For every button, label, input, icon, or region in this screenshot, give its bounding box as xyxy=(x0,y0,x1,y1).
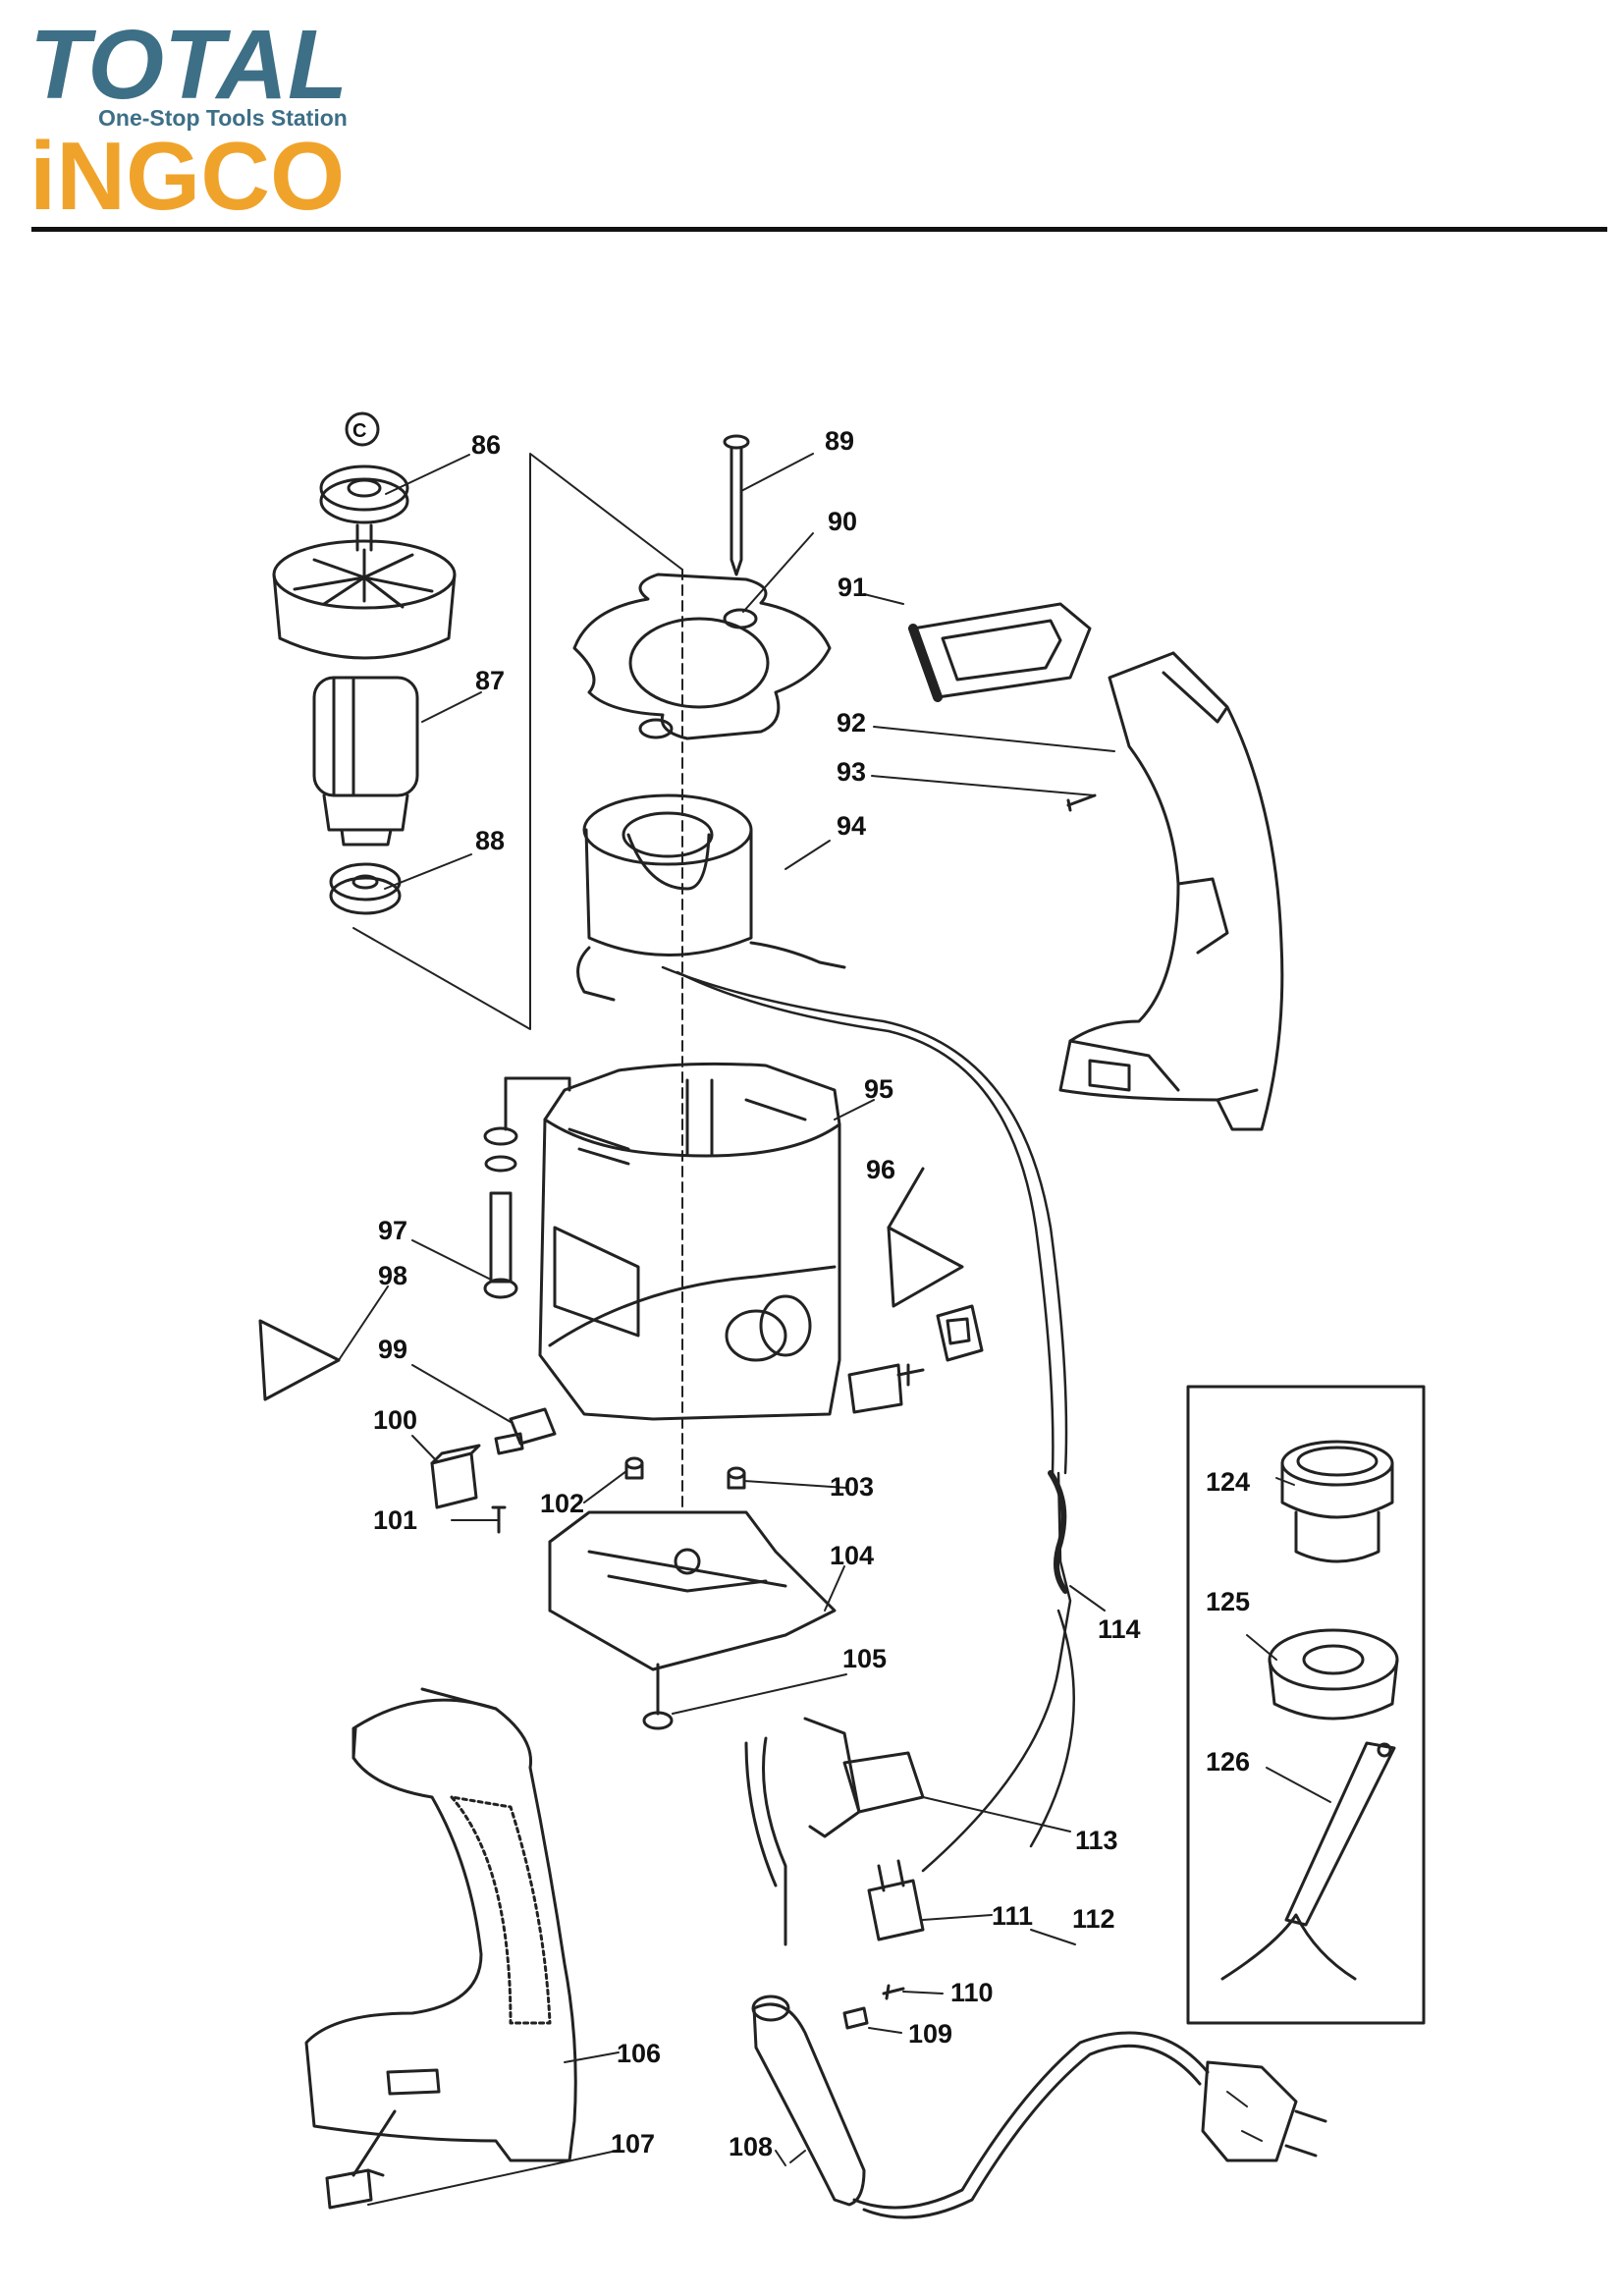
brush-holder-right xyxy=(847,1304,984,1414)
part-103-pin xyxy=(727,1466,746,1490)
part-124-adapter xyxy=(1280,1440,1394,1563)
part-110-screw xyxy=(882,1984,905,2000)
callout-98: 98 xyxy=(378,1261,407,1290)
callout-105: 105 xyxy=(842,1644,887,1673)
total-tagline: One-Stop Tools Station xyxy=(98,105,348,131)
callout-106: 106 xyxy=(617,2039,661,2068)
part-100-brush-cap xyxy=(430,1444,481,1509)
part-106-rear-handle xyxy=(304,1687,577,2162)
part-104-base-plate xyxy=(548,1510,837,1671)
header: TOTAL One-Stop Tools Station iNGCO xyxy=(0,0,1623,236)
callout-95: 95 xyxy=(864,1074,893,1104)
header-divider xyxy=(31,227,1607,232)
callout-100: 100 xyxy=(373,1405,417,1435)
callout-111: 111 xyxy=(992,1901,1033,1931)
part-86-bearing xyxy=(319,411,409,524)
callout-110: 110 xyxy=(950,1978,994,2007)
ingco-logo: iNGCO xyxy=(29,122,345,214)
part-98-label xyxy=(258,1319,341,1401)
callout-88: 88 xyxy=(475,826,505,855)
callout-107: 107 xyxy=(611,2129,655,2159)
callout-114: 114 xyxy=(1098,1614,1141,1644)
callout-90: 90 xyxy=(828,507,857,536)
callout-103: 103 xyxy=(830,1472,874,1502)
callout-126: 126 xyxy=(1206,1747,1250,1777)
part-93-screw xyxy=(1066,793,1097,812)
callout-113: 113 xyxy=(1075,1826,1118,1855)
brand-logos: TOTAL One-Stop Tools Station iNGCO xyxy=(29,18,348,214)
part-108-cable-guard xyxy=(751,1995,866,2207)
callout-93: 93 xyxy=(837,757,866,787)
part-97-bolt xyxy=(483,1076,571,1299)
part-111-connector xyxy=(867,1859,925,1941)
circlip-symbol: C xyxy=(352,420,366,442)
part-95-gear-housing xyxy=(538,1062,841,1421)
callout-96: 96 xyxy=(866,1155,895,1184)
part-91-badge xyxy=(908,602,1092,702)
callout-104: 104 xyxy=(830,1541,874,1570)
callout-97: 97 xyxy=(378,1216,407,1245)
part-112-power-cord xyxy=(852,2031,1327,2219)
callout-108: 108 xyxy=(729,2132,773,2161)
part-109-cord-clamp xyxy=(842,2006,869,2030)
part-114-cable xyxy=(661,965,1075,1873)
part-90-gasket xyxy=(572,573,832,740)
part-126-spanner xyxy=(1220,1741,1396,1981)
callout-99: 99 xyxy=(378,1335,407,1364)
accessories-box xyxy=(1186,1385,1426,2025)
part-96-label xyxy=(887,1167,964,1308)
part-87-armature xyxy=(272,523,457,847)
callout-92: 92 xyxy=(837,708,866,738)
callout-87: 87 xyxy=(475,666,505,695)
part-105-screw xyxy=(642,1663,674,1730)
callout-112: 112 xyxy=(1072,1904,1115,1934)
callout-124: 124 xyxy=(1206,1467,1250,1497)
part-callouts: 86 87 88 89 90 91 92 93 94 95 96 97 98 9… xyxy=(352,420,1250,2161)
part-88-bearing xyxy=(329,862,402,915)
part-102-pin xyxy=(624,1456,644,1480)
callout-109: 109 xyxy=(908,2019,952,2049)
callout-125: 125 xyxy=(1206,1587,1250,1616)
callout-86: 86 xyxy=(471,430,501,460)
part-92-housing-cover xyxy=(1058,651,1284,1131)
part-99-brush xyxy=(494,1407,557,1455)
part-94-stator xyxy=(576,793,846,1002)
leader-lines xyxy=(338,453,1331,2206)
callout-89: 89 xyxy=(825,426,854,456)
total-logo: TOTAL xyxy=(29,18,348,120)
callout-102: 102 xyxy=(540,1489,584,1518)
part-107-switch xyxy=(325,2109,397,2210)
part-113-switch xyxy=(744,1717,925,1946)
callout-91: 91 xyxy=(838,573,867,602)
callout-101: 101 xyxy=(373,1505,417,1535)
part-89-screw xyxy=(723,434,750,576)
callout-94: 94 xyxy=(837,811,866,841)
armature-bracket-line xyxy=(352,453,683,1030)
part-125-flange xyxy=(1268,1628,1399,1721)
